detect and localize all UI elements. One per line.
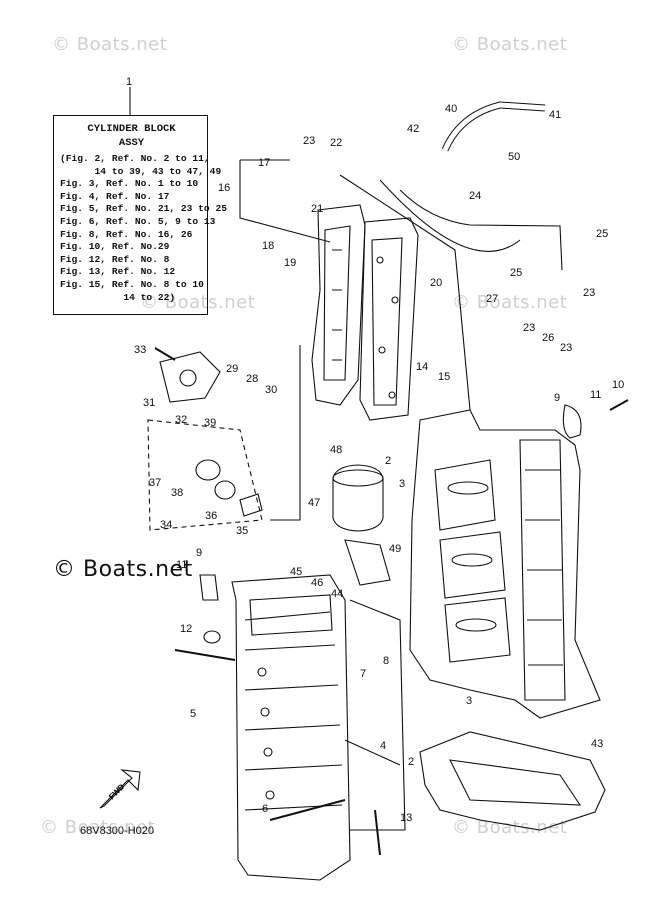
callout-27: 27: [486, 293, 499, 305]
callout-32: 32: [175, 414, 188, 426]
plate-9-upper-part: [562, 404, 582, 439]
callout-43: 43: [591, 738, 604, 750]
watermark-center: © Boats.net: [53, 557, 193, 582]
callout-2-lower: 2: [408, 756, 415, 768]
callout-11: 11: [590, 389, 602, 401]
callout-37: 37: [149, 477, 162, 489]
anode-cover-parts: [195, 459, 263, 517]
exhaust-cover-gasket-part: [359, 217, 419, 421]
callout-31: 31: [143, 397, 156, 409]
callout-24: 24: [469, 190, 482, 202]
callout-2: 2: [385, 455, 392, 467]
callout-39: 39: [204, 417, 217, 429]
callout-23: 23: [303, 135, 316, 147]
callout-23-b: 23: [583, 287, 596, 299]
callout-34: 34: [160, 519, 173, 531]
watermark-mid-left: © Boats.net: [140, 292, 256, 313]
callout-41: 41: [549, 109, 562, 121]
callout-5: 5: [190, 708, 197, 720]
callout-8: 8: [383, 655, 390, 667]
reference-line: (Fig. 2, Ref. No. 2 to 11,: [60, 153, 210, 164]
callout-22: 22: [330, 137, 343, 149]
callout-6: 6: [262, 803, 269, 815]
watermark-top-right: © Boats.net: [452, 34, 568, 55]
reference-line: Fig. 12, Ref. No. 8: [60, 253, 170, 265]
drawing-code: 68V8300-H020: [80, 825, 155, 837]
callout-38: 38: [171, 487, 184, 499]
callout-48: 48: [330, 444, 343, 456]
reference-line: Fig. 15, Ref. No. 8 to 10: [60, 278, 204, 290]
callout-3: 3: [399, 478, 406, 490]
callout-23-c: 23: [523, 322, 536, 334]
fwd-arrow-icon: [99, 769, 141, 809]
callout-26: 26: [542, 332, 555, 344]
watermark-bottom-right: © Boats.net: [452, 817, 568, 838]
bracket-44-part: [344, 539, 391, 586]
washer-12-part: [203, 630, 221, 644]
callout-14: 14: [416, 361, 429, 373]
reference-line: 14 to 22): [60, 291, 176, 303]
callout-17: 17: [258, 157, 271, 169]
callout-11-lower: 11: [176, 559, 188, 571]
reference-line: Fig. 10, Ref. No.29: [60, 241, 170, 253]
callout-20: 20: [430, 277, 443, 289]
callout-9: 9: [554, 392, 561, 404]
reference-line: Fig. 13, Ref. No. 12: [60, 266, 176, 278]
watermark-top-left: © Boats.net: [52, 34, 168, 55]
callout-42: 42: [407, 123, 420, 135]
callout-7: 7: [360, 668, 367, 680]
callout-47: 47: [308, 497, 321, 509]
callout-23-d: 23: [560, 342, 573, 354]
callout-12: 12: [180, 623, 193, 635]
callout-3-lower: 3: [466, 695, 473, 707]
callout-10: 10: [612, 379, 625, 391]
reference-line: Fig. 4, Ref. No. 17: [60, 190, 170, 202]
cylinder-head-cover-part: [311, 204, 366, 406]
watermark-mid-right: © Boats.net: [452, 292, 568, 313]
callout-18: 18: [262, 240, 275, 252]
callout-35: 35: [236, 525, 249, 537]
callout-19: 19: [284, 257, 297, 269]
title-heading-2: ASSY: [118, 137, 145, 149]
callout-50: 50: [508, 151, 521, 163]
oil-filter-part: [332, 464, 384, 532]
watermark-bottom-left: © Boats.net: [40, 817, 156, 838]
callout-44: 44: [331, 588, 344, 600]
bolts: [154, 347, 629, 856]
callout-33: 33: [134, 344, 147, 356]
callout-30: 30: [265, 384, 278, 396]
assembly-34-bracket: [147, 419, 263, 531]
callout-4: 4: [380, 740, 387, 752]
callout-21: 21: [311, 203, 324, 215]
callout-25-b: 25: [510, 267, 523, 279]
callout-16: 16: [218, 182, 231, 194]
callout-46: 46: [311, 577, 324, 589]
reference-line: Fig. 3, Ref. No. 1 to 10: [60, 178, 199, 190]
callout-28: 28: [246, 373, 259, 385]
callout-15: 15: [438, 371, 451, 383]
thermostat-cover-part: [159, 351, 221, 403]
reference-line: Fig. 8, Ref. No. 16, 26: [60, 228, 193, 240]
callout-45: 45: [290, 566, 303, 578]
title-heading-1: CYLINDER BLOCK: [87, 123, 176, 135]
callout-40: 40: [445, 103, 458, 115]
gasket-43-part: [419, 731, 606, 831]
crankcase-part: [231, 574, 351, 881]
cylinder-block-part: [409, 409, 601, 719]
hose-part: [441, 101, 546, 152]
plate-9-part: [199, 574, 219, 601]
callout-9-lower: 9: [196, 547, 203, 559]
callout-25: 25: [596, 228, 609, 240]
leader-line-16: [239, 160, 331, 243]
callout-36: 36: [205, 510, 218, 522]
callout-1: 1: [126, 76, 133, 88]
callout-13: 13: [400, 812, 413, 824]
callout-49: 49: [389, 543, 402, 555]
callout-29: 29: [226, 363, 239, 375]
